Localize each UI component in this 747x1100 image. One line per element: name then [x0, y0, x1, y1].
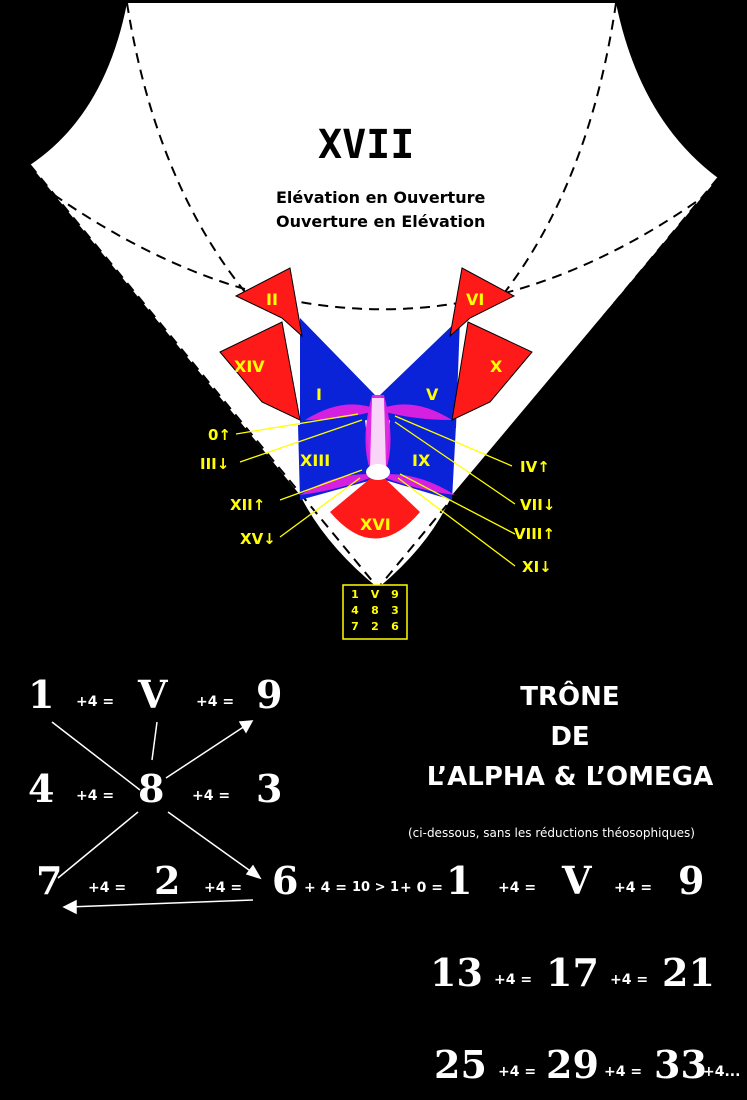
pointer-xii: XII↑ — [230, 496, 266, 514]
row-b-13: 13 — [430, 950, 483, 995]
sq-3: 3 — [256, 766, 283, 811]
row-a-9: 9 — [678, 858, 705, 903]
sq-9: 9 — [256, 672, 283, 717]
grid-cell: 3 — [391, 604, 399, 617]
label-i: I — [316, 385, 322, 404]
panel-i — [300, 318, 375, 428]
row-op: +4 = — [610, 972, 649, 988]
panel-xvi — [330, 472, 420, 539]
row-c-29: 29 — [546, 1042, 599, 1087]
magic-square-box — [342, 584, 408, 640]
dashed-guides — [29, 2, 719, 589]
row-op: +4 = — [604, 1064, 643, 1080]
pointer-vii: VII↓ — [520, 496, 556, 514]
pointer-lines — [235, 413, 516, 567]
label-ii: II — [266, 290, 278, 309]
title-line-3: L’ALPHA & L’OMEGA — [426, 762, 714, 792]
reduction-step1: + 4 = — [304, 880, 347, 896]
sq-op: +4 = — [204, 880, 243, 896]
label-x: X — [490, 357, 503, 376]
pointer-iii: III↓ — [200, 455, 230, 473]
grid-cell: 7 — [351, 620, 359, 633]
title-line-2: DE — [550, 722, 590, 752]
title-line-1: TRÔNE — [520, 682, 620, 712]
row-c-33: 33 — [654, 1042, 707, 1087]
grid-cell: 8 — [371, 604, 379, 617]
pointer-viii: VIII↑ — [514, 525, 555, 543]
sq-7: 7 — [36, 858, 63, 903]
panel-x — [451, 321, 533, 421]
note: (ci-dessous, sans les réductions théosop… — [408, 826, 695, 840]
label-xiv: XIV — [234, 357, 265, 376]
sq-8: 8 — [138, 766, 165, 811]
sq-op: +4 = — [88, 880, 127, 896]
grid-cell: 6 — [391, 620, 399, 633]
label-v: V — [426, 385, 439, 404]
label-xvi: XVI — [360, 515, 391, 534]
panel-v — [380, 318, 460, 428]
grid-cell: 9 — [391, 588, 399, 601]
panel-xiv — [219, 321, 301, 421]
top-numeral: XVII — [318, 122, 415, 168]
pointer-xi: XI↓ — [522, 558, 552, 576]
row-a-1: 1 — [446, 858, 473, 903]
row-op: +4 = — [494, 972, 533, 988]
sq-op: +4 = — [192, 788, 231, 804]
label-xiii: XIII — [300, 451, 331, 470]
center-stem — [370, 398, 386, 468]
magic-square-grid: 1 V 9 4 8 3 7 2 6 — [345, 588, 405, 633]
reduction-step2: + 0 = — [400, 880, 443, 896]
row-op: +4 = — [498, 1064, 537, 1080]
sq-6: 6 — [272, 858, 299, 903]
grid-cell: V — [370, 588, 380, 601]
row-b-21: 21 — [662, 950, 715, 995]
sq-op: +4 = — [196, 694, 235, 710]
top-line-2: Ouverture en Elévation — [276, 212, 486, 231]
grid-cell: 4 — [351, 604, 359, 617]
label-ix: IX — [412, 451, 431, 470]
top-line-1: Elévation en Ouverture — [276, 188, 486, 207]
label-vi: VI — [466, 290, 485, 309]
panel-ii — [234, 267, 303, 338]
sq-2: 2 — [154, 858, 181, 903]
pointer-0: 0↑ — [208, 426, 232, 444]
sq-1: 1 — [28, 672, 55, 717]
panel-vi — [449, 267, 516, 338]
square-arrows — [51, 720, 262, 915]
grid-cell: 2 — [371, 620, 379, 633]
pointer-xv: XV↓ — [240, 530, 276, 548]
sq-op: +4 = — [76, 788, 115, 804]
grid-cell: 1 — [351, 588, 359, 601]
sq-4: 4 — [28, 766, 55, 811]
reduction-mid: 10 > 1 — [352, 880, 400, 895]
pointer-iv: IV↑ — [520, 458, 550, 476]
row-op: +4 = — [498, 880, 537, 896]
funnel-shape — [30, 3, 718, 588]
sq-v: V — [138, 672, 168, 717]
sq-op: +4 = — [76, 694, 115, 710]
row-c-tail: +4... — [703, 1064, 741, 1080]
row-op: +4 = — [614, 880, 653, 896]
row-b-17: 17 — [546, 950, 599, 995]
row-c-25: 25 — [434, 1042, 487, 1087]
row-a-v: V — [562, 858, 592, 903]
